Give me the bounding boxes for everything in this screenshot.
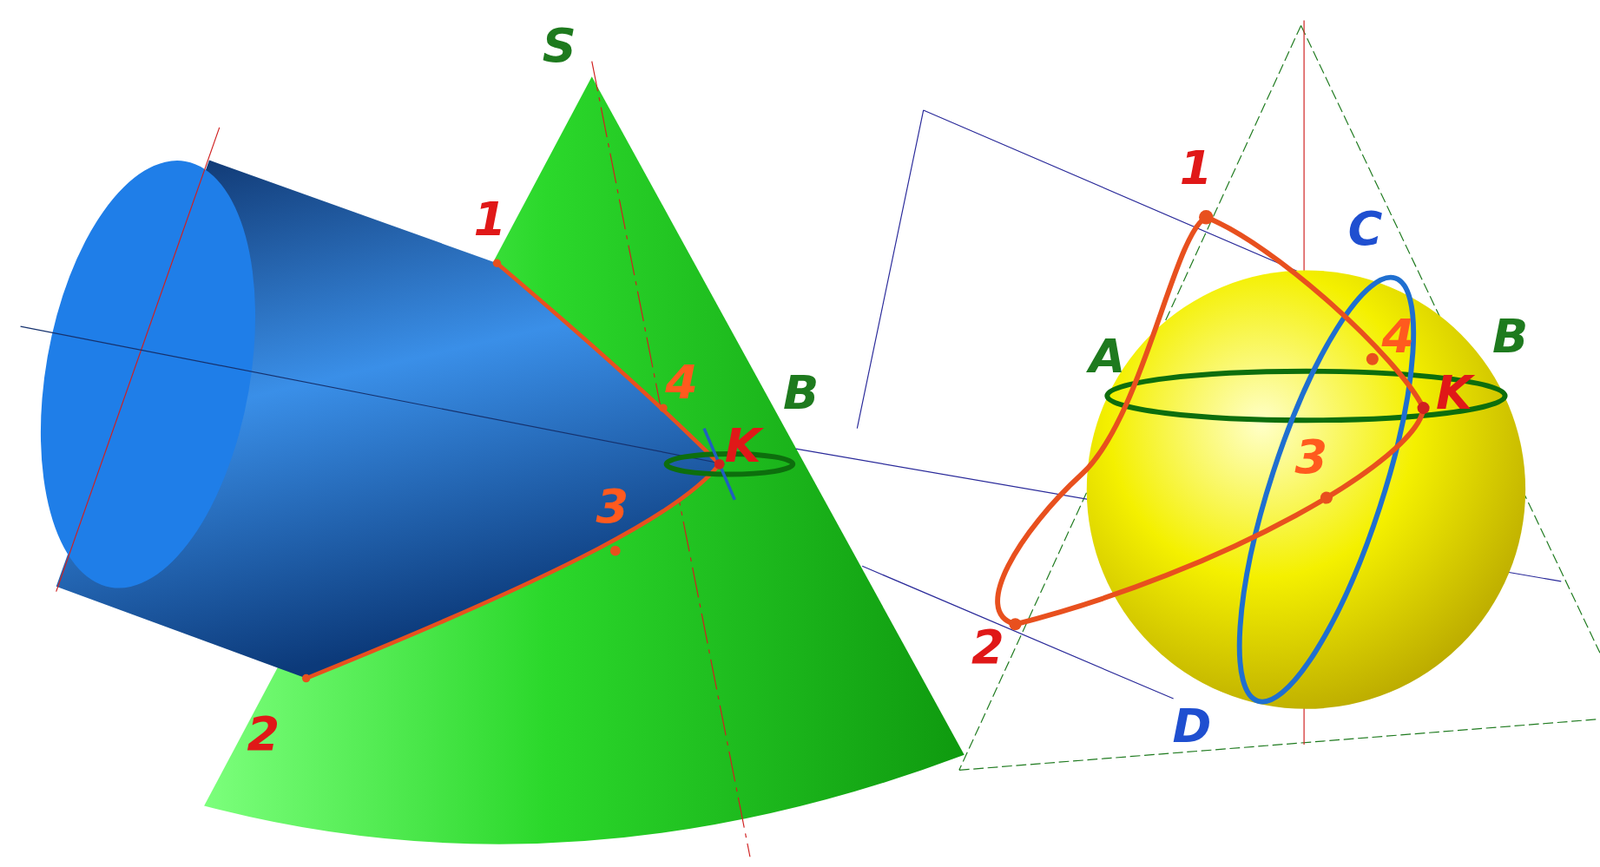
- point-label: C: [1348, 205, 1383, 253]
- point-label: B: [783, 369, 819, 417]
- cap-axis: [56, 127, 220, 593]
- cone-outline: [959, 25, 1600, 771]
- point-label: K: [1435, 369, 1473, 417]
- point-label: 3: [1295, 434, 1329, 481]
- point-label: 1: [1179, 144, 1213, 192]
- point-label: A: [1088, 333, 1126, 381]
- point-label: S: [542, 22, 577, 70]
- point-label: B: [1492, 313, 1528, 361]
- cylinder-cap: [9, 144, 286, 606]
- cylinder-axis: [20, 326, 725, 465]
- intersection-curve: [306, 263, 720, 679]
- circle-cd: [1204, 260, 1449, 718]
- point-label: 3: [595, 483, 629, 531]
- intersection-ellipse: [997, 217, 1424, 625]
- point-label: 2: [246, 711, 280, 758]
- point-label: D: [1172, 703, 1212, 751]
- point-label: 4: [1381, 313, 1415, 361]
- point-label: 2: [971, 624, 1005, 672]
- point-label: 4: [665, 359, 698, 407]
- point-label: K: [724, 422, 762, 470]
- point-label: 1: [473, 196, 507, 244]
